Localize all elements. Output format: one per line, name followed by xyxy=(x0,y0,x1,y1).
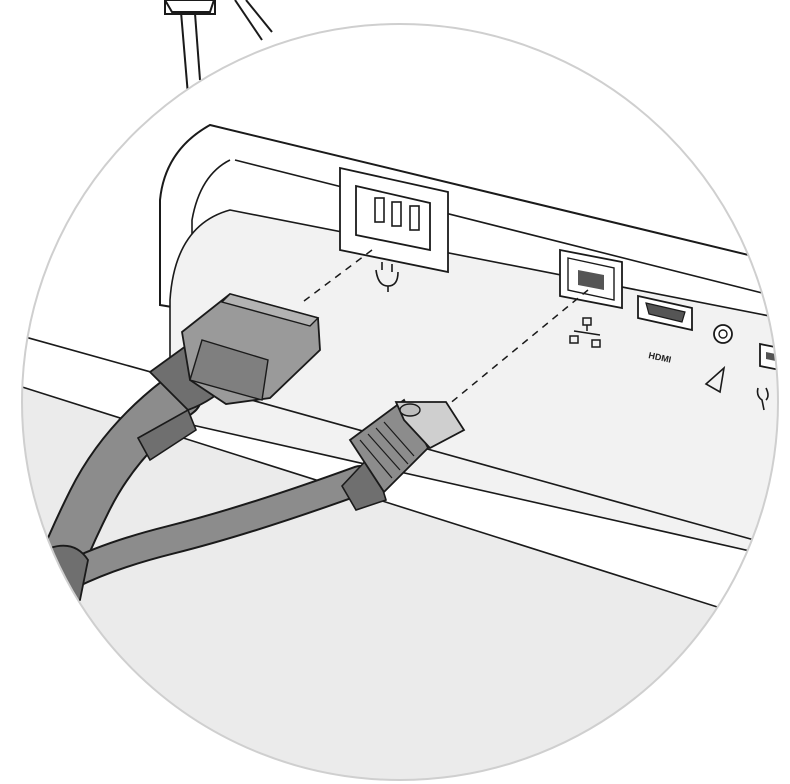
cable-clip xyxy=(44,546,88,606)
audio-port xyxy=(714,325,732,343)
